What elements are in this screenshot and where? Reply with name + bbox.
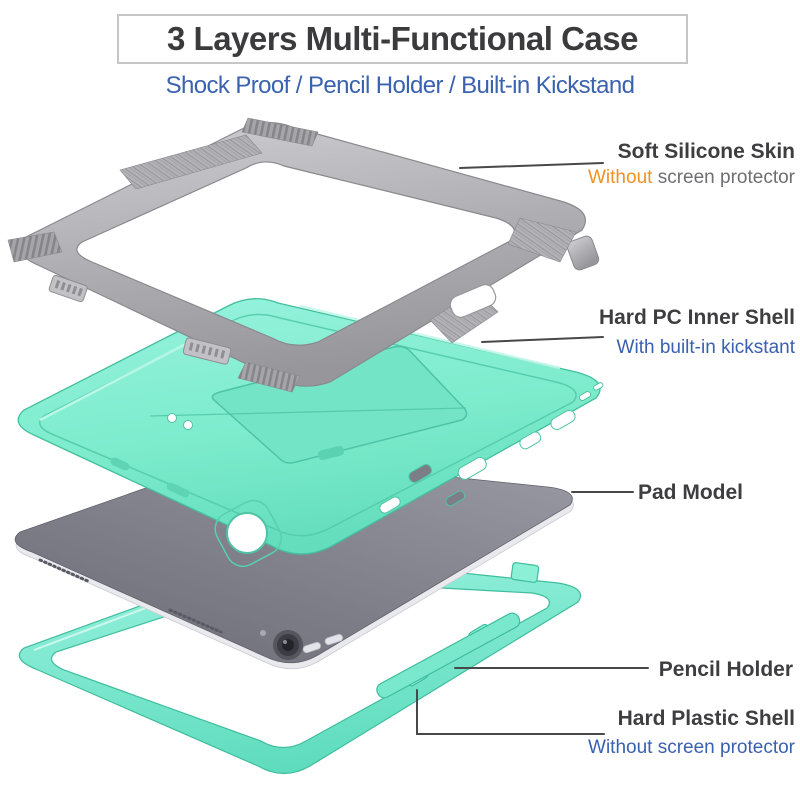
label-pencil-holder: Pencil Holder [659,658,793,681]
shell-camera-opening [214,499,282,567]
shell-lip [39,313,577,537]
skin-grip-slot-left [48,274,88,303]
page-title: 3 Layers Multi-Functional Case [167,20,638,57]
label-soft-silicone-rest: screen protector [652,167,795,188]
label-hard-pc-inner-shell: Hard PC Inner Shell With built-in kickst… [599,306,795,358]
label-soft-silicone-skin: Soft Silicone Skin Without screen protec… [588,140,795,188]
label-pencil-holder-title: Pencil Holder [658,658,793,681]
callout-line-hard-pc [481,336,604,343]
shell-edge-slots [110,457,190,498]
label-hard-pc-sub: With built-in kickstant [616,337,795,358]
flash-dot [260,630,266,636]
label-pad-model: Pad Model [638,481,743,504]
label-soft-silicone-highlight: Without [588,167,653,188]
title-box: 3 Layers Multi-Functional Case [117,14,688,64]
tablet-layer [14,454,574,670]
label-soft-silicone-skin-sub: Without screen protector [588,167,795,188]
page-subtitle: Shock Proof / Pencil Holder / Built-in K… [165,72,635,99]
camera-module [273,630,303,660]
pencil-holder-bar [376,612,521,699]
skin-camera-opening [449,284,497,318]
speaker-dots [38,558,223,634]
label-hard-plastic-title: Hard Plastic Shell [617,707,795,730]
skin-grip-slot-bottom [182,337,232,365]
label-hard-plastic-sub: Without screen protector [588,737,795,758]
skin-corner-tab [566,235,600,271]
skin-ring [18,122,586,387]
port-pills [302,633,343,654]
label-hard-plastic-shell: Hard Plastic Shell Without screen protec… [588,707,795,758]
callout-line-hard-plastic [416,689,605,735]
callout-line-soft-silicone [459,162,604,169]
hard-pc-inner-shell-layer [17,293,604,567]
soft-silicone-skin-layer [7,117,600,393]
kickstand-seam [149,407,467,417]
kickstand-panel [211,345,468,464]
kickstand-foot-slot [318,445,344,461]
label-soft-silicone-skin-title: Soft Silicone Skin [617,140,795,163]
label-hard-pc-title: Hard PC Inner Shell [598,306,795,329]
callout-lines [416,162,649,735]
shell-screw-holes [167,413,193,430]
label-pad-model-title: Pad Model [638,481,744,504]
